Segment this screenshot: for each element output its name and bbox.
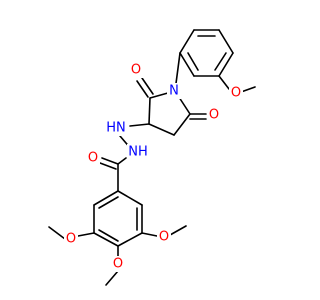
bond: [117, 157, 127, 165]
bond: [179, 52, 195, 77]
bond: [117, 232, 143, 247]
atom-nh-lower: NH: [127, 144, 149, 160]
atom-oxygen-amide: O: [86, 150, 100, 166]
bond: [148, 97, 151, 125]
bond: [173, 113, 191, 136]
atom-nitrogen-ring: N: [167, 83, 181, 99]
atom-label-o: O: [131, 63, 141, 78]
molecule-svg: N O O O HN NH O O: [48, 29, 256, 286]
bond: [98, 229, 119, 242]
atom-label-nh: NH: [128, 145, 148, 160]
atom-label-n: N: [169, 84, 179, 99]
bond: [218, 75, 230, 90]
atom-label-o: O: [209, 108, 219, 123]
bond: [93, 232, 119, 247]
atom-nh-upper: HN: [105, 120, 127, 136]
bond: [214, 52, 227, 71]
atom-label-o: O: [88, 151, 98, 166]
bond: [218, 52, 234, 77]
bond: [48, 226, 66, 240]
atom-oxygen-methoxy-left: O: [64, 231, 78, 247]
atom-oxygen-carbonyl-top: O: [129, 62, 143, 78]
bond: [105, 270, 119, 286]
atom-oxygen-methoxy-right: O: [157, 229, 171, 245]
atom-label-hn: HN: [106, 121, 126, 136]
bond: [98, 196, 119, 209]
bond: [179, 29, 195, 54]
bond: [101, 157, 119, 165]
atom-labels: N O O O HN NH O O: [64, 62, 243, 272]
bond: [93, 190, 119, 206]
bond: [141, 77, 154, 95]
atom-oxygen-methoxy-bottom: O: [111, 256, 125, 272]
bond: [240, 86, 256, 93]
bond: [117, 190, 143, 206]
atom-label-o: O: [231, 86, 241, 101]
atom-label-o: O: [113, 257, 123, 272]
bond: [218, 29, 234, 54]
structure-drawing: N O O O HN NH O O: [48, 29, 256, 286]
bond: [148, 123, 175, 136]
bond: [169, 225, 187, 236]
bond: [129, 123, 150, 127]
bond: [77, 232, 95, 237]
bond: [187, 52, 199, 71]
bond: [141, 232, 158, 237]
atom-label-o: O: [159, 230, 169, 245]
atom-oxygen-methoxy-phenyl: O: [229, 85, 243, 101]
atom-label-o: O: [66, 232, 76, 247]
bond: [99, 162, 117, 170]
bond: [136, 80, 149, 98]
atom-oxygen-carbonyl-right: O: [207, 107, 221, 123]
bonds: [48, 29, 256, 286]
